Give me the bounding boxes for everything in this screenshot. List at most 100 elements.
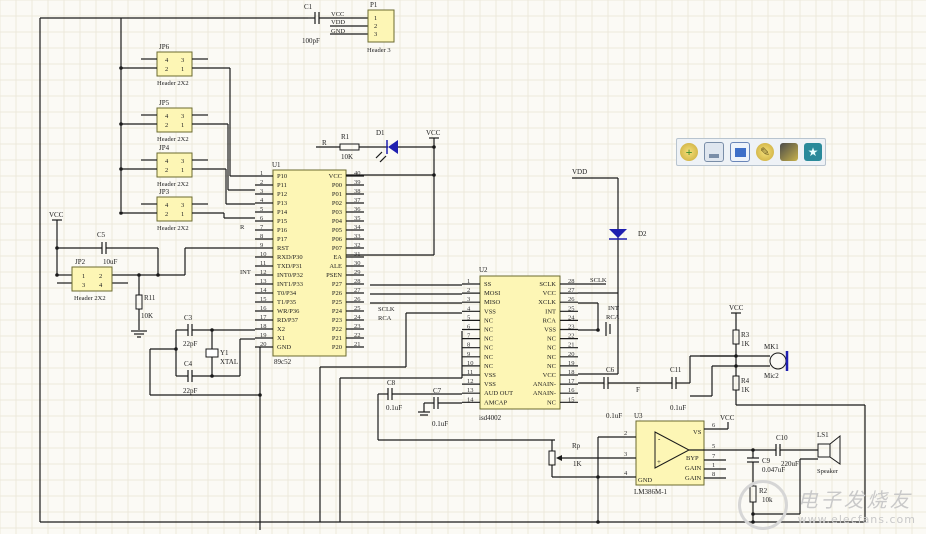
header-ref: JP5: [159, 99, 170, 107]
watermark-chinese: 电子发烧友: [797, 488, 913, 512]
u1-pin-number: 4: [260, 197, 264, 204]
u2-pin-name: NC: [484, 336, 493, 343]
u2-int-label: INT: [608, 305, 619, 312]
header-pin: 2: [165, 66, 168, 73]
header-pin: 3: [181, 113, 184, 120]
c5-value: 10uF: [103, 258, 118, 266]
u1-pin-number: 29: [354, 269, 361, 276]
u3-pin: 8: [712, 471, 715, 478]
u2-pin-name: SCLK: [539, 281, 556, 288]
rp-ref: Rp: [572, 442, 581, 450]
u3-minus: -: [658, 435, 661, 443]
p1-pin: 1: [374, 15, 377, 22]
u2-pin-number: 12: [467, 378, 474, 385]
u1-pin-number: 19: [260, 332, 267, 339]
header-ref: JP3: [159, 188, 170, 196]
u1-pin-number: 37: [354, 197, 361, 204]
monitor-icon[interactable]: [730, 142, 750, 162]
u1-pin-name: P16: [277, 227, 288, 234]
u1-pin-name: P26: [332, 290, 343, 297]
image-folder-icon[interactable]: [780, 143, 798, 161]
u1-pin-name: TXD/P31: [277, 263, 302, 270]
p1-net-vdd: VDD: [331, 19, 345, 26]
mk1-ref: MK1: [764, 343, 779, 351]
u2-pin-number: 9: [467, 351, 470, 358]
c1-ref: C1: [304, 3, 313, 11]
u3-pin: 5: [712, 443, 715, 450]
u1-pin-name: WR/P36: [277, 308, 300, 315]
c3-value: 22pF: [183, 340, 198, 348]
u2-pin-name: NC: [547, 399, 556, 406]
u2-pin-number: 23: [568, 324, 575, 331]
u1-pin-number: 30: [354, 260, 361, 267]
star-icon[interactable]: ★: [804, 143, 822, 161]
u2-pin-number: 14: [467, 396, 474, 403]
header-pin: 4: [165, 57, 169, 64]
chip-u1-89c52: U1 89c52: [272, 161, 347, 366]
u3-gain1: GAIN: [685, 465, 702, 472]
u1-pin-number: 26: [354, 296, 361, 303]
u1-pin-number: 35: [354, 215, 361, 222]
smiley-edit-icon[interactable]: ✎: [756, 143, 774, 161]
jp2-pin: 3: [82, 282, 85, 289]
u1-pin-name: T0/P34: [277, 290, 297, 297]
u1-pin-number: 11: [260, 260, 266, 267]
c11-ref: C11: [670, 366, 682, 374]
u1-pin-name: P01: [332, 191, 342, 198]
r3-value: 1K: [741, 340, 750, 348]
header-pin: 4: [165, 158, 169, 165]
rp-value: 1K: [573, 460, 582, 468]
vdd-label: VDD: [572, 168, 587, 176]
d1-vcc-label: VCC: [426, 129, 441, 137]
u2-pin-number: 20: [568, 351, 575, 358]
u1-sclk-label: SCLK: [378, 306, 395, 313]
f-net-label: F: [636, 386, 640, 394]
r3-vcc-label: VCC: [729, 304, 744, 312]
y1-ref: Y1: [220, 349, 229, 357]
c10-ref: C10: [776, 434, 788, 442]
watermark: 电子发烧友 www.elecfans.com: [737, 480, 916, 530]
r1-ref: R1: [341, 133, 350, 141]
u1-pin-number: 25: [354, 305, 361, 312]
reset-circuit: VCC C5 10uF JP2 1 2 3 4 Header 2X2 R11 1…: [49, 211, 255, 338]
u1-pin-name: P02: [332, 200, 342, 207]
c3-ref: C3: [184, 314, 193, 322]
mic-circuit: VCC R3 1K R4 1K MK1 Mic2: [690, 304, 865, 406]
u3-gnd: GND: [638, 477, 652, 484]
header-ref: JP4: [159, 144, 170, 152]
u1-int-label: INT: [240, 269, 251, 276]
p1-name: Header 3: [367, 47, 391, 54]
header-pin: 4: [165, 202, 169, 209]
u3-pin: 4: [624, 470, 628, 477]
u2-pin-number: 6: [467, 324, 471, 331]
u2-pin-number: 25: [568, 305, 575, 312]
jp2-pin: 2: [99, 273, 102, 280]
c4-ref: C4: [184, 360, 193, 368]
u1-pin-number: 31: [354, 251, 361, 258]
u3-pin: 7: [712, 453, 716, 460]
u1-rca-label: RCA: [378, 315, 392, 322]
u1-pin-number: 10: [260, 251, 267, 258]
jp2-ref: JP2: [75, 258, 86, 266]
p1-pin: 3: [374, 31, 377, 38]
u1-r-label: R: [240, 224, 245, 231]
u1-pin-number: 12: [260, 269, 267, 276]
u1-pin-number: 13: [260, 278, 267, 285]
u1-pin-name: P23: [332, 317, 342, 324]
header-name: Header 2X2: [157, 181, 189, 188]
u2-pin-name: MOSI: [484, 290, 500, 297]
p1-net-vcc: VCC: [331, 11, 344, 18]
u1-pin-name: P20: [332, 344, 342, 351]
u2-pin-name: NC: [484, 345, 493, 352]
add-smiley-icon[interactable]: +: [680, 143, 698, 161]
header-pin: 3: [181, 158, 184, 165]
u2-pin-number: 5: [467, 314, 470, 321]
u2-rca-label: RCA: [606, 314, 620, 321]
u1-pin-number: 1: [260, 170, 263, 177]
u3-pin: 6: [712, 422, 716, 429]
save-disk-icon[interactable]: [704, 142, 724, 162]
r4-ref: R4: [741, 377, 750, 385]
u1-pin-number: 7: [260, 224, 264, 231]
